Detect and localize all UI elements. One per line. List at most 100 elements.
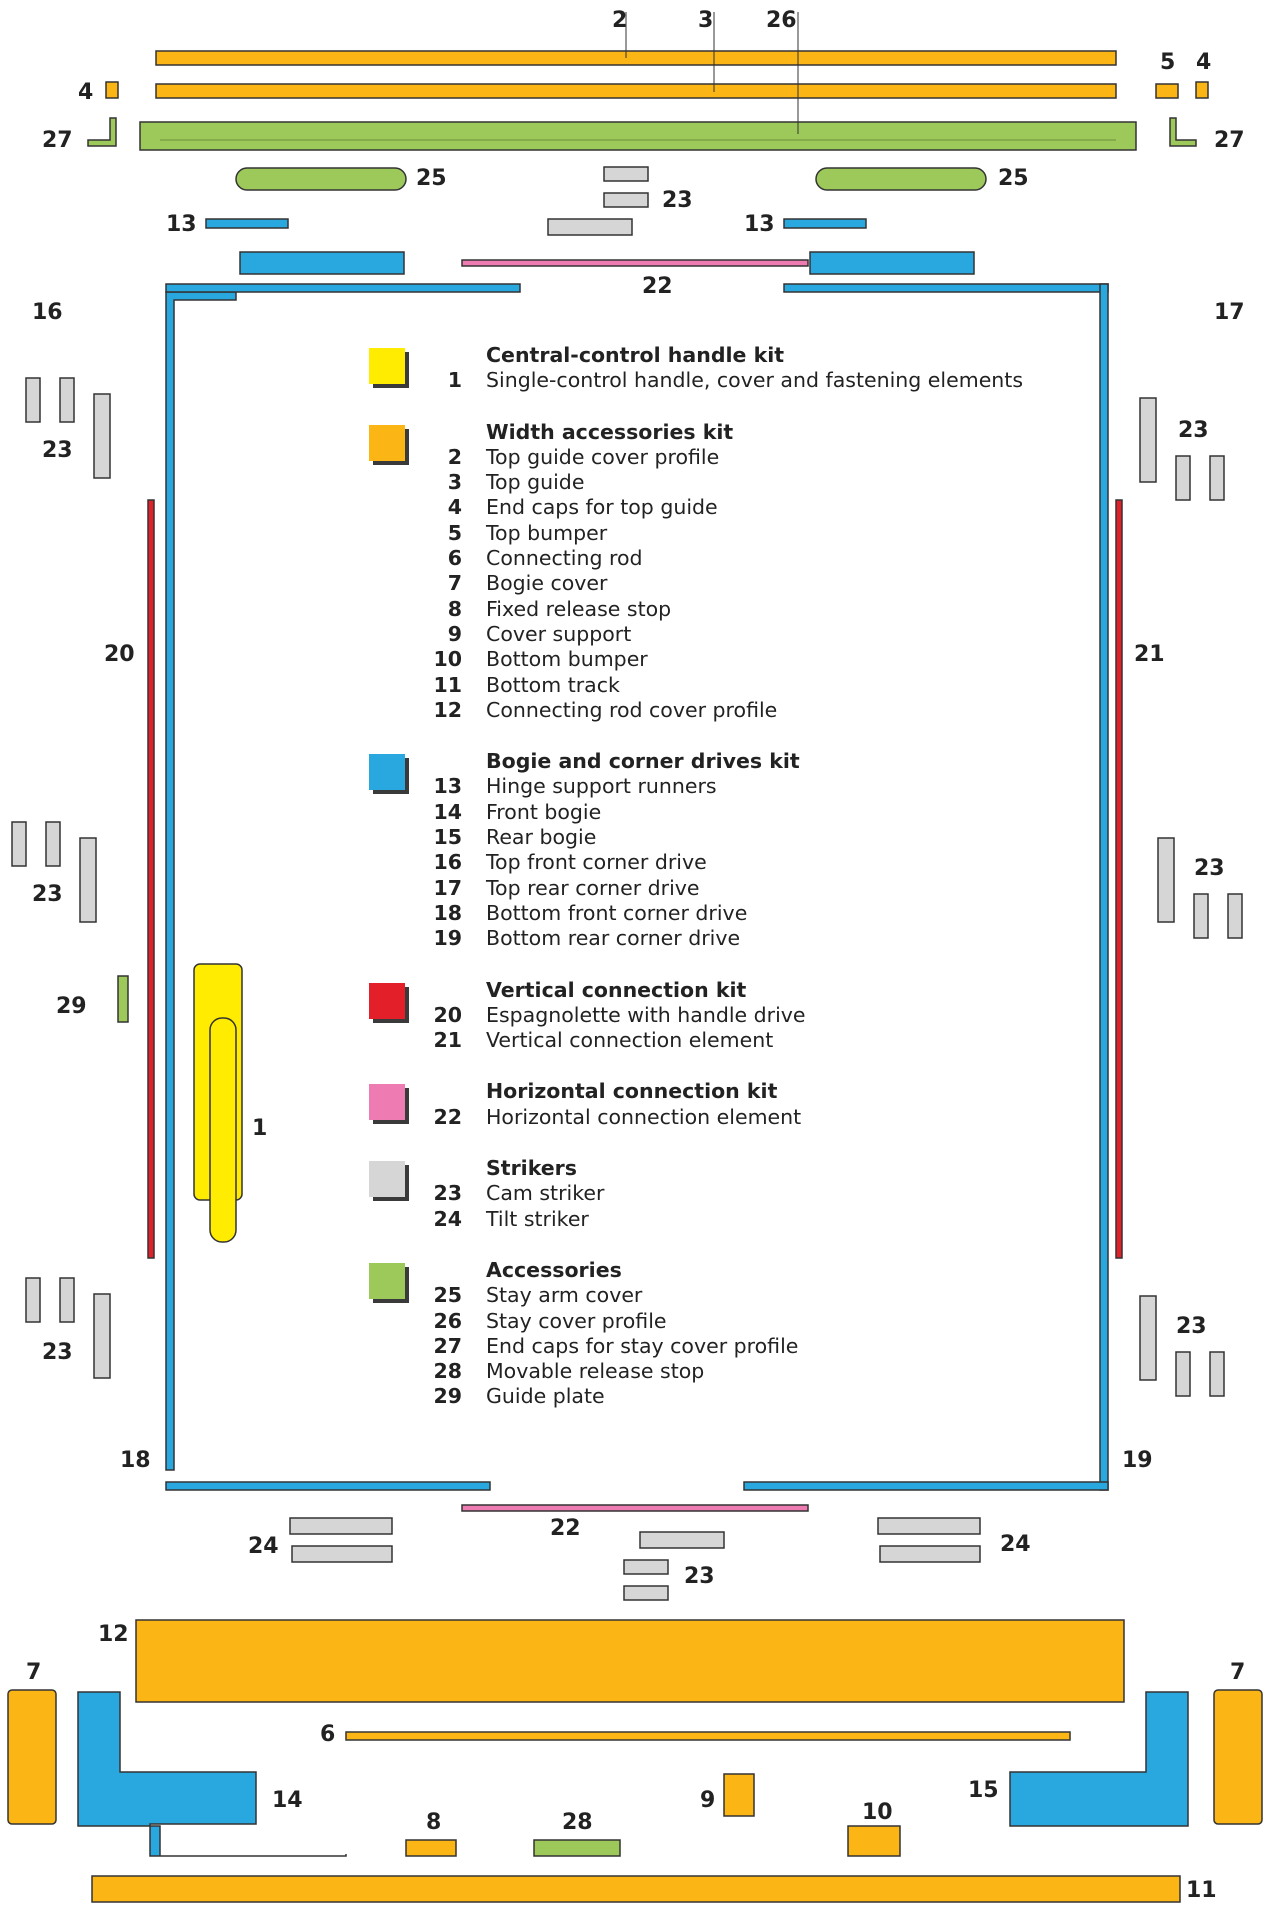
callout-7-left: 7 [26, 1660, 42, 1685]
callout-23-left-3: 23 [42, 1340, 73, 1365]
legend-swatch [369, 1161, 405, 1198]
legend-item-label: Cam striker [486, 1181, 605, 1206]
stay-arm-right [809, 251, 975, 275]
legend-kit-title: Vertical connection kit [486, 977, 747, 1002]
tilt-striker-right-2 [879, 1545, 981, 1563]
legend-item-number: 15 [433, 825, 462, 850]
callout-11: 11 [1186, 1878, 1217, 1903]
legend-item-number: 8 [447, 596, 462, 621]
legend-swatch [369, 982, 405, 1019]
legend-item-number: 23 [433, 1181, 462, 1206]
sash-frame-right [1099, 283, 1109, 1491]
striker-left-b [59, 377, 75, 423]
fixed-release-stop [405, 1839, 457, 1857]
legend-item-label: Bottom rear corner drive [486, 926, 741, 951]
legend-kit-title: Accessories [486, 1257, 622, 1282]
striker-right-c [1209, 455, 1225, 501]
callout-23-left-2: 23 [32, 882, 63, 907]
striker-right-b [1175, 455, 1191, 501]
legend-item-label: Movable release stop [486, 1359, 705, 1384]
legend-item-label: Stay arm cover [486, 1283, 643, 1308]
callout-2: 2 [612, 8, 628, 33]
sash-frame-top-right [783, 283, 1109, 293]
legend-swatch [369, 1084, 405, 1121]
stay-arm-cover-left [235, 167, 407, 191]
legend-item-number: 10 [433, 647, 462, 672]
bottom-bumper [847, 1825, 901, 1857]
legend-swatch [369, 754, 405, 791]
callout-8: 8 [426, 1810, 442, 1835]
legend-item: 4 End caps for top guide [370, 495, 1070, 520]
striker-left-f [79, 837, 97, 923]
striker-bottom-2 [623, 1559, 669, 1575]
striker-bottom-1 [639, 1531, 725, 1549]
horizontal-connection-top [461, 259, 809, 267]
legend-item-number: 28 [433, 1359, 462, 1384]
legend-item-label: Single-control handle, cover and fasteni… [486, 368, 1024, 393]
legend-item-number: 1 [447, 368, 462, 393]
movable-release-stop [533, 1839, 621, 1857]
rear-bogie [1009, 1691, 1189, 1827]
legend-item-label: Guide plate [486, 1384, 605, 1409]
legend-item-number: 13 [433, 774, 462, 799]
legend-item-number: 25 [433, 1283, 462, 1308]
callout-5: 5 [1160, 50, 1176, 75]
legend-item-label: Bottom front corner drive [486, 900, 748, 925]
striker-left-d [11, 821, 27, 867]
striker-bottom-3 [623, 1585, 669, 1601]
tilt-striker-left-2 [291, 1545, 393, 1563]
legend-item-label: Hinge support runners [486, 774, 717, 799]
callout-23-right-3: 23 [1176, 1314, 1207, 1339]
callout-14: 14 [272, 1788, 303, 1813]
striker-left-i [93, 1293, 111, 1379]
legend-item-label: Bogie cover [486, 571, 608, 596]
guide-plate [117, 975, 129, 1023]
sash-frame-bottom-left [165, 1481, 491, 1491]
tilt-striker-left-1 [289, 1517, 393, 1535]
legend-item-number: 9 [447, 621, 462, 646]
legend-item: 5 Top bumper [370, 521, 1070, 546]
top-guide [155, 83, 1117, 99]
end-cap-stay-cover-right [1169, 117, 1197, 147]
callout-17: 17 [1214, 300, 1245, 325]
legend-item-label: End caps for top guide [486, 495, 718, 520]
callout-20: 20 [104, 642, 135, 667]
legend-item-number: 17 [433, 875, 462, 900]
callout-7-right: 7 [1230, 1660, 1246, 1685]
stay-arm-cover-right [815, 167, 987, 191]
legend-item-label: Bottom bumper [486, 647, 648, 672]
callout-13-right: 13 [744, 212, 775, 237]
bogie-cover-left [7, 1689, 57, 1825]
legend-item-number: 4 [447, 495, 462, 520]
legend-kit-title: Horizontal connection kit [486, 1079, 778, 1104]
legend-item-number: 5 [447, 520, 462, 545]
legend-item-label: Top bumper [486, 520, 608, 545]
sash-frame-left [165, 291, 237, 1471]
legend-item-number: 7 [447, 571, 462, 596]
connecting-rod-cover-profile [135, 1619, 1125, 1703]
legend-item-number: 16 [433, 850, 462, 875]
legend-item: 7 Bogie cover [370, 571, 1070, 596]
callout-27-left: 27 [42, 128, 73, 153]
legend-swatch [369, 1262, 405, 1299]
legend-kit-title: Central-control handle kit [486, 343, 785, 367]
legend-item-number: 19 [433, 926, 462, 951]
hinge-support-runner-right [783, 218, 867, 229]
top-guide-cover-profile [155, 50, 1117, 66]
callout-23-right-1: 23 [1178, 418, 1209, 443]
end-cap-top-guide-left [105, 81, 119, 99]
legend-kit: Central-control handle kit 1 Single-contro… [369, 343, 1070, 394]
